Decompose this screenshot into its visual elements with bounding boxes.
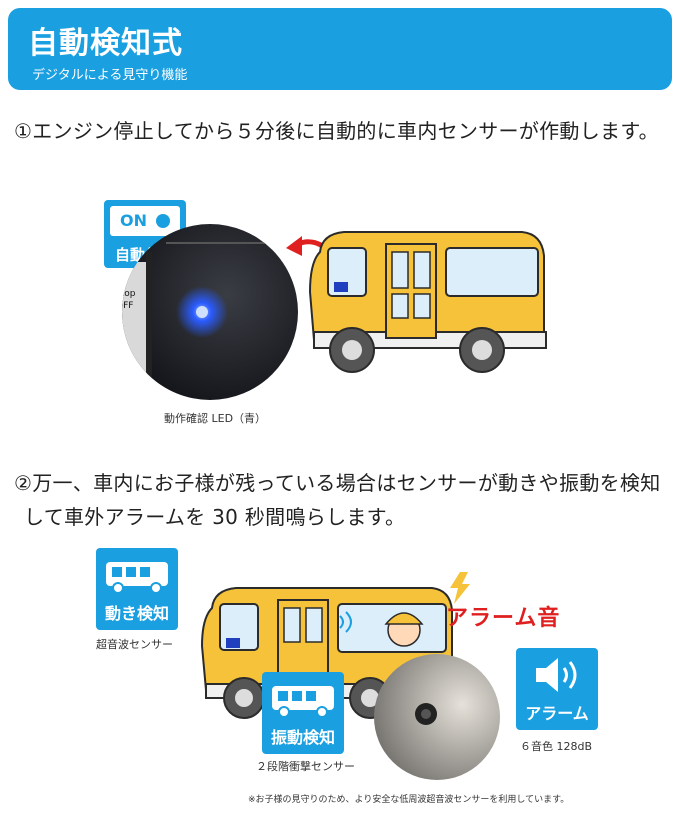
page-subtitle: デジタルによる見守り機能 xyxy=(32,68,188,83)
page-title: 自動検知式 xyxy=(28,26,183,61)
motion-sensor-caption: 超音波センサー xyxy=(96,638,173,651)
alarm-badge: アラーム xyxy=(516,648,598,730)
step2-line1: ②万一、車内にお子様が残っている場合はセンサーが動きや振動を検知 xyxy=(14,471,661,495)
led-dashboard-photo: stop OFF xyxy=(116,224,298,400)
bus-vibration-icon xyxy=(272,686,334,718)
sensor-photo xyxy=(374,654,500,780)
vibration-detect-label: 振動検知 xyxy=(270,728,335,747)
alarm-badge-label: アラーム xyxy=(525,704,589,723)
alarm-spec-caption: ６音色 128dB xyxy=(520,740,593,753)
dash-off-text: OFF xyxy=(116,301,133,311)
alarm-sound-title: アラーム音 xyxy=(446,606,561,631)
speaker-icon xyxy=(536,658,577,692)
vibration-detect-badge: 振動検知 xyxy=(262,672,344,754)
on-label: ON xyxy=(120,211,147,230)
step2-text: ②万一、車内にお子様が残っている場合はセンサーが動きや振動を検知 して車外アラー… xyxy=(14,466,674,534)
dash-stop-text: stop xyxy=(116,289,136,299)
vibration-sensor-caption: ２段階衝撃センサー xyxy=(256,760,355,773)
on-dot-icon xyxy=(156,214,170,228)
lightning-icon xyxy=(450,572,470,604)
step2-line2: して車外アラームを 30 秒間鳴らします。 xyxy=(24,505,406,529)
school-bus-illustration xyxy=(308,231,547,373)
bus-wave-icon xyxy=(106,562,168,594)
motion-detect-badge: 動き検知 xyxy=(96,548,178,630)
step1-text: ①エンジン停止してから５分後に自動的に車内センサーが作動します。 xyxy=(14,119,659,143)
footnote: ※お子様の見守りのため、より安全な低周波超音波センサーを利用しています。 xyxy=(248,795,570,805)
on-pill: ON xyxy=(110,206,180,236)
header-banner: 自動検知式 デジタルによる見守り機能 xyxy=(8,8,672,90)
motion-detect-label: 動き検知 xyxy=(104,604,169,623)
led-caption: 動作確認 LED（青） xyxy=(164,412,267,425)
